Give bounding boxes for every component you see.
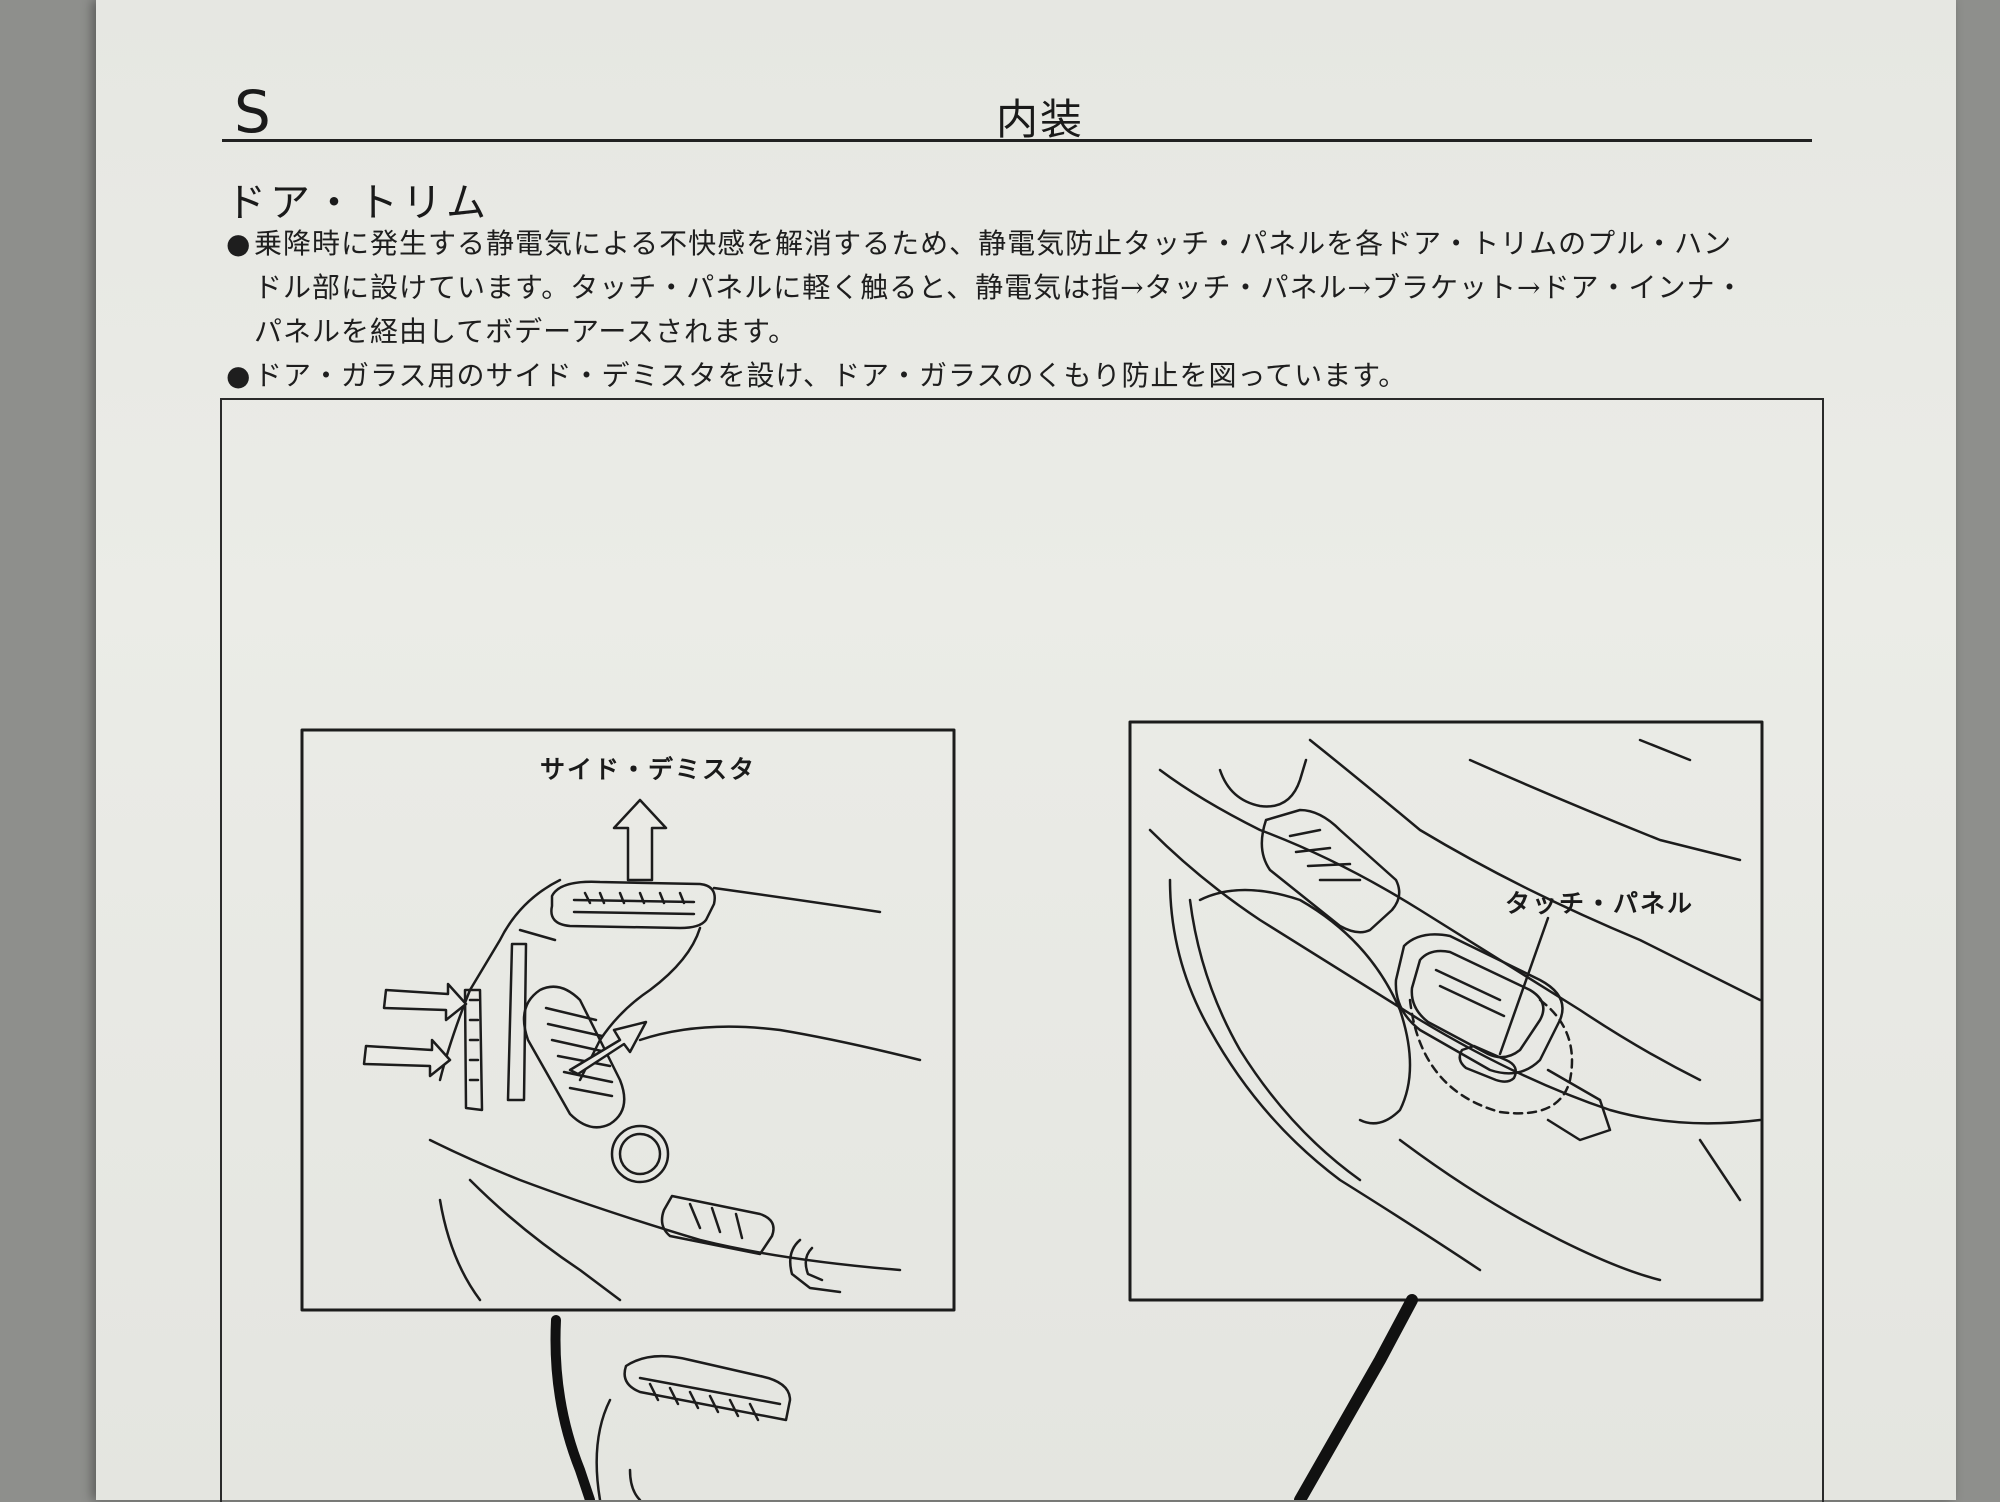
right-inset-box xyxy=(1128,720,1764,1302)
door-panel-lower-drawing xyxy=(550,1294,1418,1500)
paragraph-touch-panel: ●乗降時に発生する静電気による不快感を解消するため、静電気防止タッチ・パネルを各… xyxy=(226,222,1826,354)
left-inset-box xyxy=(300,728,956,1312)
label-side-demister: サイド・デミスタ xyxy=(540,755,757,784)
side-demister-drawing xyxy=(362,798,922,1302)
paragraph-side-demister: ●ドア・ガラス用のサイド・デミスタを設け、ドア・ガラスのくもり防止を図っています… xyxy=(226,354,1826,398)
paragraph-line: 乗降時に発生する静電気による不快感を解消するため、静電気防止タッチ・パネルを各ド… xyxy=(254,227,1733,260)
touch-panel-drawing xyxy=(1148,738,1762,1282)
page-title: 内装 xyxy=(995,95,1084,144)
paragraph-line: ドア・ガラス用のサイド・デミスタを設け、ドア・ガラスのくもり防止を図っています。 xyxy=(254,359,1408,392)
paragraph-line: パネルを経由してボデーアースされます。 xyxy=(254,315,798,348)
section-letter: S xyxy=(234,78,271,146)
header-rule xyxy=(222,139,1812,142)
paragraph-line: ドル部に設けています。タッチ・パネルに軽く触ると、静電気は指→タッチ・パネル→ブ… xyxy=(254,271,1745,304)
label-touch-panel: タッチ・パネル xyxy=(1505,889,1695,918)
bullet-icon: ● xyxy=(226,227,252,260)
figure-frame xyxy=(220,398,1824,1502)
section-title: ドア・トリム xyxy=(226,180,490,226)
bullet-icon: ● xyxy=(226,359,252,392)
manual-page xyxy=(96,0,1956,1500)
